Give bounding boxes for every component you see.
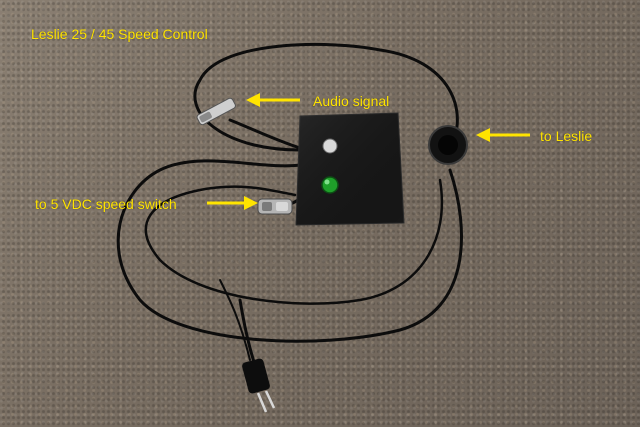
leslie-arrow xyxy=(476,128,530,142)
speed-switch-connector xyxy=(257,198,293,215)
box-knob xyxy=(322,138,338,154)
audio-cable xyxy=(228,118,302,150)
to-leslie-label: to Leslie xyxy=(540,128,593,144)
inner-cable-loop xyxy=(144,178,444,305)
control-box xyxy=(295,112,405,226)
outer-cable-loop xyxy=(116,159,463,343)
green-led xyxy=(321,176,339,194)
power-cord-2 xyxy=(219,279,251,361)
cables xyxy=(116,42,463,367)
switch-arrow xyxy=(207,196,258,210)
speed-switch-label: to 5 VDC speed switch xyxy=(35,196,177,212)
title-label: Leslie 25 / 45 Speed Control xyxy=(31,26,208,42)
annotation-arrows xyxy=(207,93,530,210)
audio-arrow xyxy=(246,93,300,107)
audio-signal-label: Audio signal xyxy=(313,93,390,109)
large-cable-loop xyxy=(193,42,459,152)
audio-jack xyxy=(196,97,236,126)
power-plug xyxy=(242,358,276,413)
leslie-connector xyxy=(428,125,468,165)
